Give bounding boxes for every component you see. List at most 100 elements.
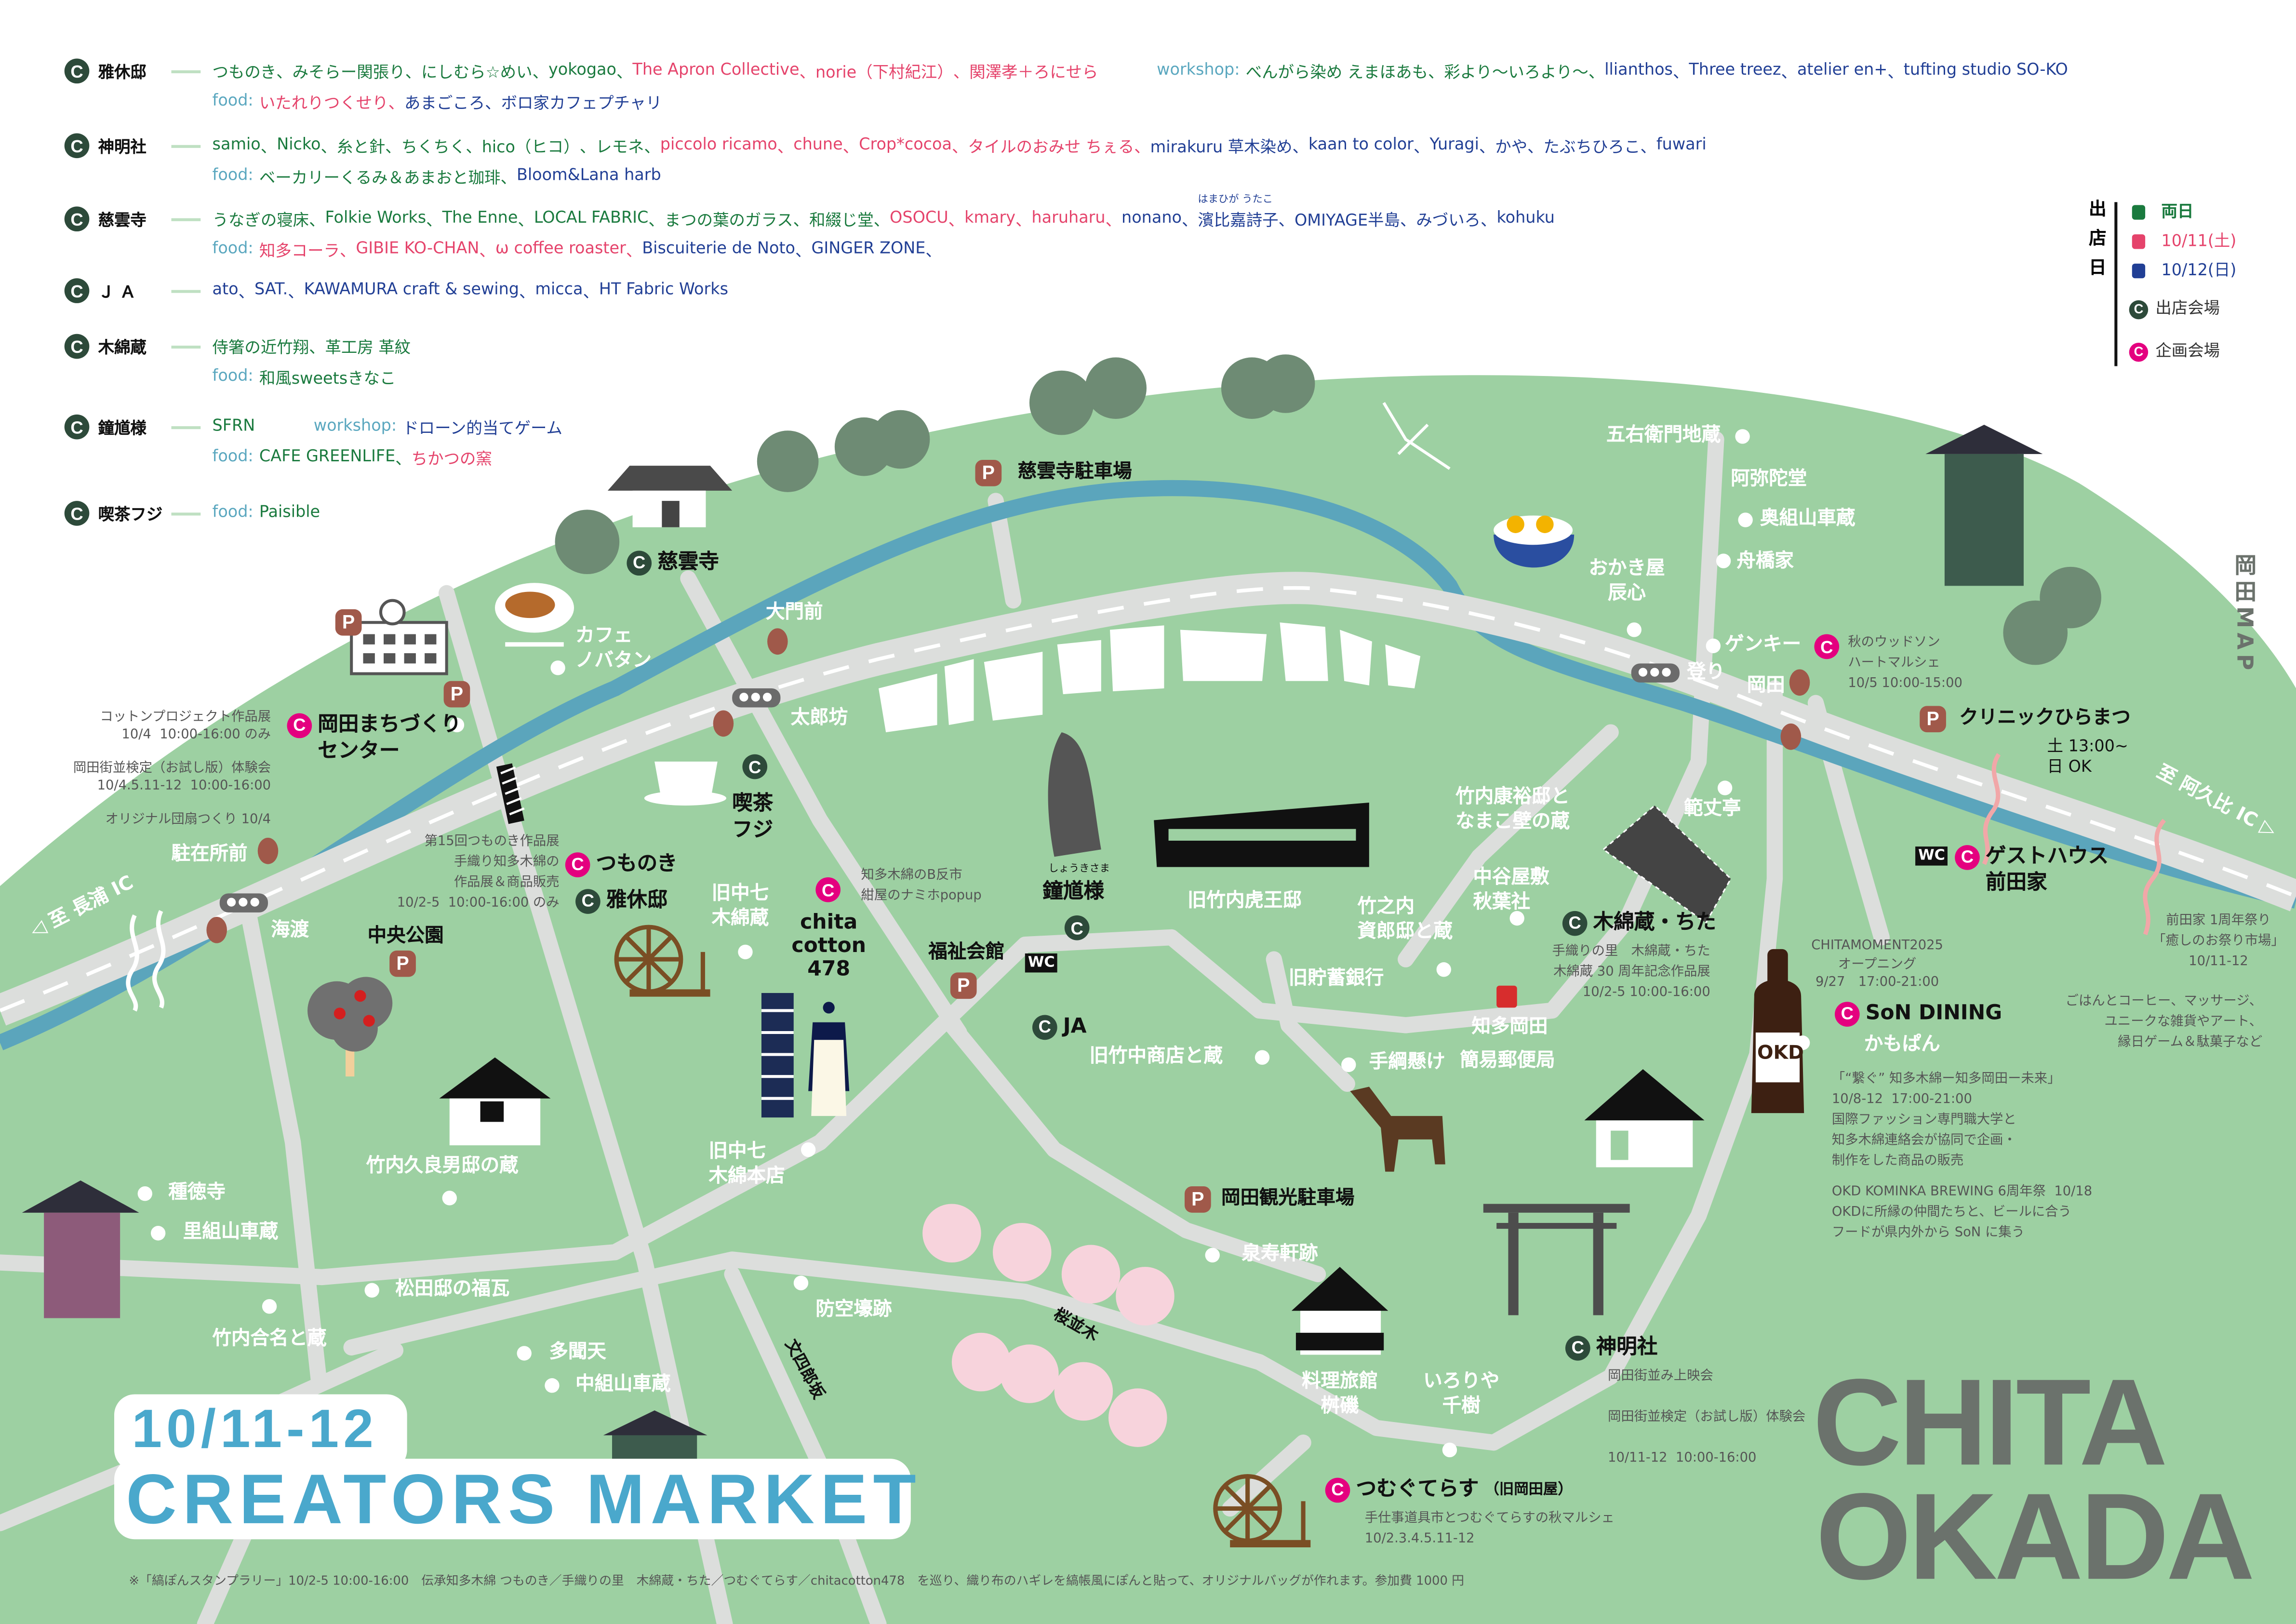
place-label-genky: ゲンキー bbox=[1725, 634, 1802, 657]
vendor-name-text: 革工房 革紋 bbox=[325, 338, 411, 358]
separator: 、 bbox=[925, 242, 942, 261]
separator: 、 bbox=[388, 94, 405, 113]
venue-name: 雅休邸 bbox=[98, 62, 147, 81]
vendor-group-label: food: bbox=[212, 366, 254, 386]
place-label-kanko-p: 岡田観光駐車場 bbox=[1221, 1188, 1355, 1210]
separator: 、 bbox=[426, 211, 442, 230]
vendor-name: まつの葉のガラス bbox=[665, 208, 793, 231]
event-note-maedake-fest: 前田家 1周年祭り 「癒しのお祭り市場」 10/11-12 bbox=[2152, 913, 2284, 969]
river bbox=[0, 480, 2296, 1050]
legend-sat: 10/11(土) bbox=[2132, 231, 2236, 252]
vendor-name: ボロ家カフェプチャリ bbox=[501, 91, 662, 114]
separator: 、 bbox=[309, 338, 325, 358]
vendor-group-label: food: bbox=[212, 239, 254, 258]
event-marker-icon: C bbox=[1325, 1477, 1350, 1503]
separator: 、 bbox=[479, 242, 495, 261]
vendor-name-text: ちくちく bbox=[401, 137, 466, 157]
vendor-name: haruharu bbox=[1031, 208, 1105, 231]
vendor-name: 彩より〜いろより〜 bbox=[1444, 60, 1588, 84]
venue-marker-icon: C bbox=[64, 133, 90, 159]
fruit-tree-icon bbox=[307, 977, 393, 1077]
horse-icon bbox=[1350, 1087, 1445, 1172]
vendor-name-text: SFRN bbox=[212, 416, 255, 435]
connector-line bbox=[171, 218, 201, 221]
vendor-name-text: 和綴じ堂 bbox=[809, 211, 874, 230]
pink-square-icon bbox=[2132, 234, 2146, 249]
vendor-line: food:ベーカリーくるみ＆あまおと珈琲、Bloom&Lana harb bbox=[213, 165, 661, 189]
separator: 、 bbox=[1481, 211, 1497, 230]
venue-label: 雅休邸 bbox=[606, 889, 668, 913]
venue-marker-icon: C bbox=[64, 414, 90, 440]
crosswalk bbox=[496, 763, 525, 824]
connector-line bbox=[171, 145, 201, 148]
vendor-group: food:CAFE GREENLIFE、ちかつの窯 bbox=[213, 447, 492, 470]
vendor-name: みづいろ bbox=[1416, 208, 1481, 231]
vendor-name-text: ボロ家カフェプチャリ bbox=[501, 94, 662, 113]
vendor-name: piccolo ricamo bbox=[660, 135, 777, 159]
spinning-wheel-icon bbox=[614, 925, 710, 997]
place-label-amida: 阿弥陀堂 bbox=[1731, 469, 1807, 491]
vendor-name-text: SAT. bbox=[254, 280, 288, 299]
connector-line bbox=[171, 70, 201, 73]
vendor-name: micca bbox=[535, 280, 583, 303]
separator: 、 bbox=[1105, 211, 1122, 230]
venue-marker-icon: C bbox=[64, 58, 90, 84]
main-road-centerline bbox=[0, 586, 2296, 1012]
venue-label: ゲストハウス 前田家 bbox=[1985, 845, 2109, 894]
vendor-group: ato、SAT.、KAWAMURA craft & sewing、micca、H… bbox=[213, 280, 728, 303]
event-note-maedake-desc: ごはんとコーヒー、マッサージ、 ユニークな雑貨やアート、 縁日ゲーム＆駄菓子など bbox=[2065, 994, 2263, 1050]
separator: 、 bbox=[648, 211, 665, 230]
place-label-chuzai: 駐在所前 bbox=[171, 844, 248, 866]
vendor-name: nonano bbox=[1121, 208, 1182, 231]
venue-marker-icon: C bbox=[742, 754, 768, 779]
vendor-name: 糸と針 bbox=[337, 135, 385, 159]
legend-sun: 10/12(日) bbox=[2132, 261, 2236, 282]
separator: 、 bbox=[1292, 137, 1308, 157]
vendor-name: Paisible bbox=[259, 502, 320, 521]
vendor-group-label: food: bbox=[212, 446, 254, 466]
vendor-name: The Apron Collective bbox=[632, 60, 799, 84]
venue-chitacotton: chita cotton 478 bbox=[791, 911, 866, 982]
separator: 、 bbox=[1479, 137, 1495, 157]
vendor-name: yokogao bbox=[548, 60, 616, 84]
separator: 、 bbox=[1672, 63, 1689, 82]
vendor-group: food:ベーカリーくるみ＆あまおと珈琲、Bloom&Lana harb bbox=[213, 165, 661, 189]
vendor-name-text: ベーカリーくるみ＆あまおと珈琲 bbox=[259, 168, 501, 188]
vendor-group: 侍箸の近竹翔、革工房 革紋 bbox=[213, 336, 411, 359]
vendor-name-text: みづいろ bbox=[1416, 211, 1481, 230]
vendor-name-text: 彩より〜いろより〜 bbox=[1444, 63, 1589, 82]
place-label-nakaya: 中谷屋敷 秋葉社 bbox=[1473, 867, 1549, 914]
place-label-fukushi: 福祉会館 bbox=[928, 941, 1005, 964]
vendor-name-text: 糸と針 bbox=[336, 137, 386, 157]
separator: 、 bbox=[795, 242, 812, 261]
vendor-name: CAFE GREENLIFE bbox=[259, 447, 395, 470]
wc-icon: WC bbox=[1915, 846, 1949, 866]
venue-kissa-fuji: 喫茶 フジ bbox=[732, 792, 774, 843]
logo-line-2: OKADA bbox=[1815, 1467, 2255, 1605]
curry-plate-icon bbox=[494, 583, 574, 647]
vendor-name-text: atelier en+ bbox=[1797, 60, 1888, 80]
vendor-name-text: Yuragi bbox=[1429, 134, 1479, 154]
vendor-name: llianthos bbox=[1604, 60, 1673, 84]
vendor-name: 和風sweetsきなこ bbox=[259, 366, 396, 390]
separator: 、 bbox=[1278, 211, 1295, 230]
vendor-name-text: GIBIE KO-CHAN bbox=[356, 239, 480, 258]
separator: 、 bbox=[793, 211, 809, 230]
vendor-name: KAWAMURA craft & sewing bbox=[304, 280, 519, 303]
vendor-group: food:和風sweetsきなこ bbox=[213, 366, 396, 390]
vendor-name-text: nonano bbox=[1121, 208, 1182, 227]
vendor-name-text: The Enne bbox=[442, 208, 518, 227]
event-note-woodson: 秋のウッドソン ハートマルシェ 10/5 10:00-15:00 bbox=[1848, 635, 1962, 691]
vendor-name-text: OMIYAGE半島 bbox=[1294, 211, 1400, 230]
vendor-name-text: にしむら☆めい bbox=[421, 63, 533, 82]
vendor-line: つものき、みそらー関張り、にしむら☆めい、yokogao、The Apron C… bbox=[213, 60, 2068, 84]
place-label-yasuhiro: 竹内康裕邸と なまこ壁の蔵 bbox=[1455, 786, 1570, 833]
place-label-hanjotei: 範丈亭 bbox=[1684, 798, 1741, 820]
